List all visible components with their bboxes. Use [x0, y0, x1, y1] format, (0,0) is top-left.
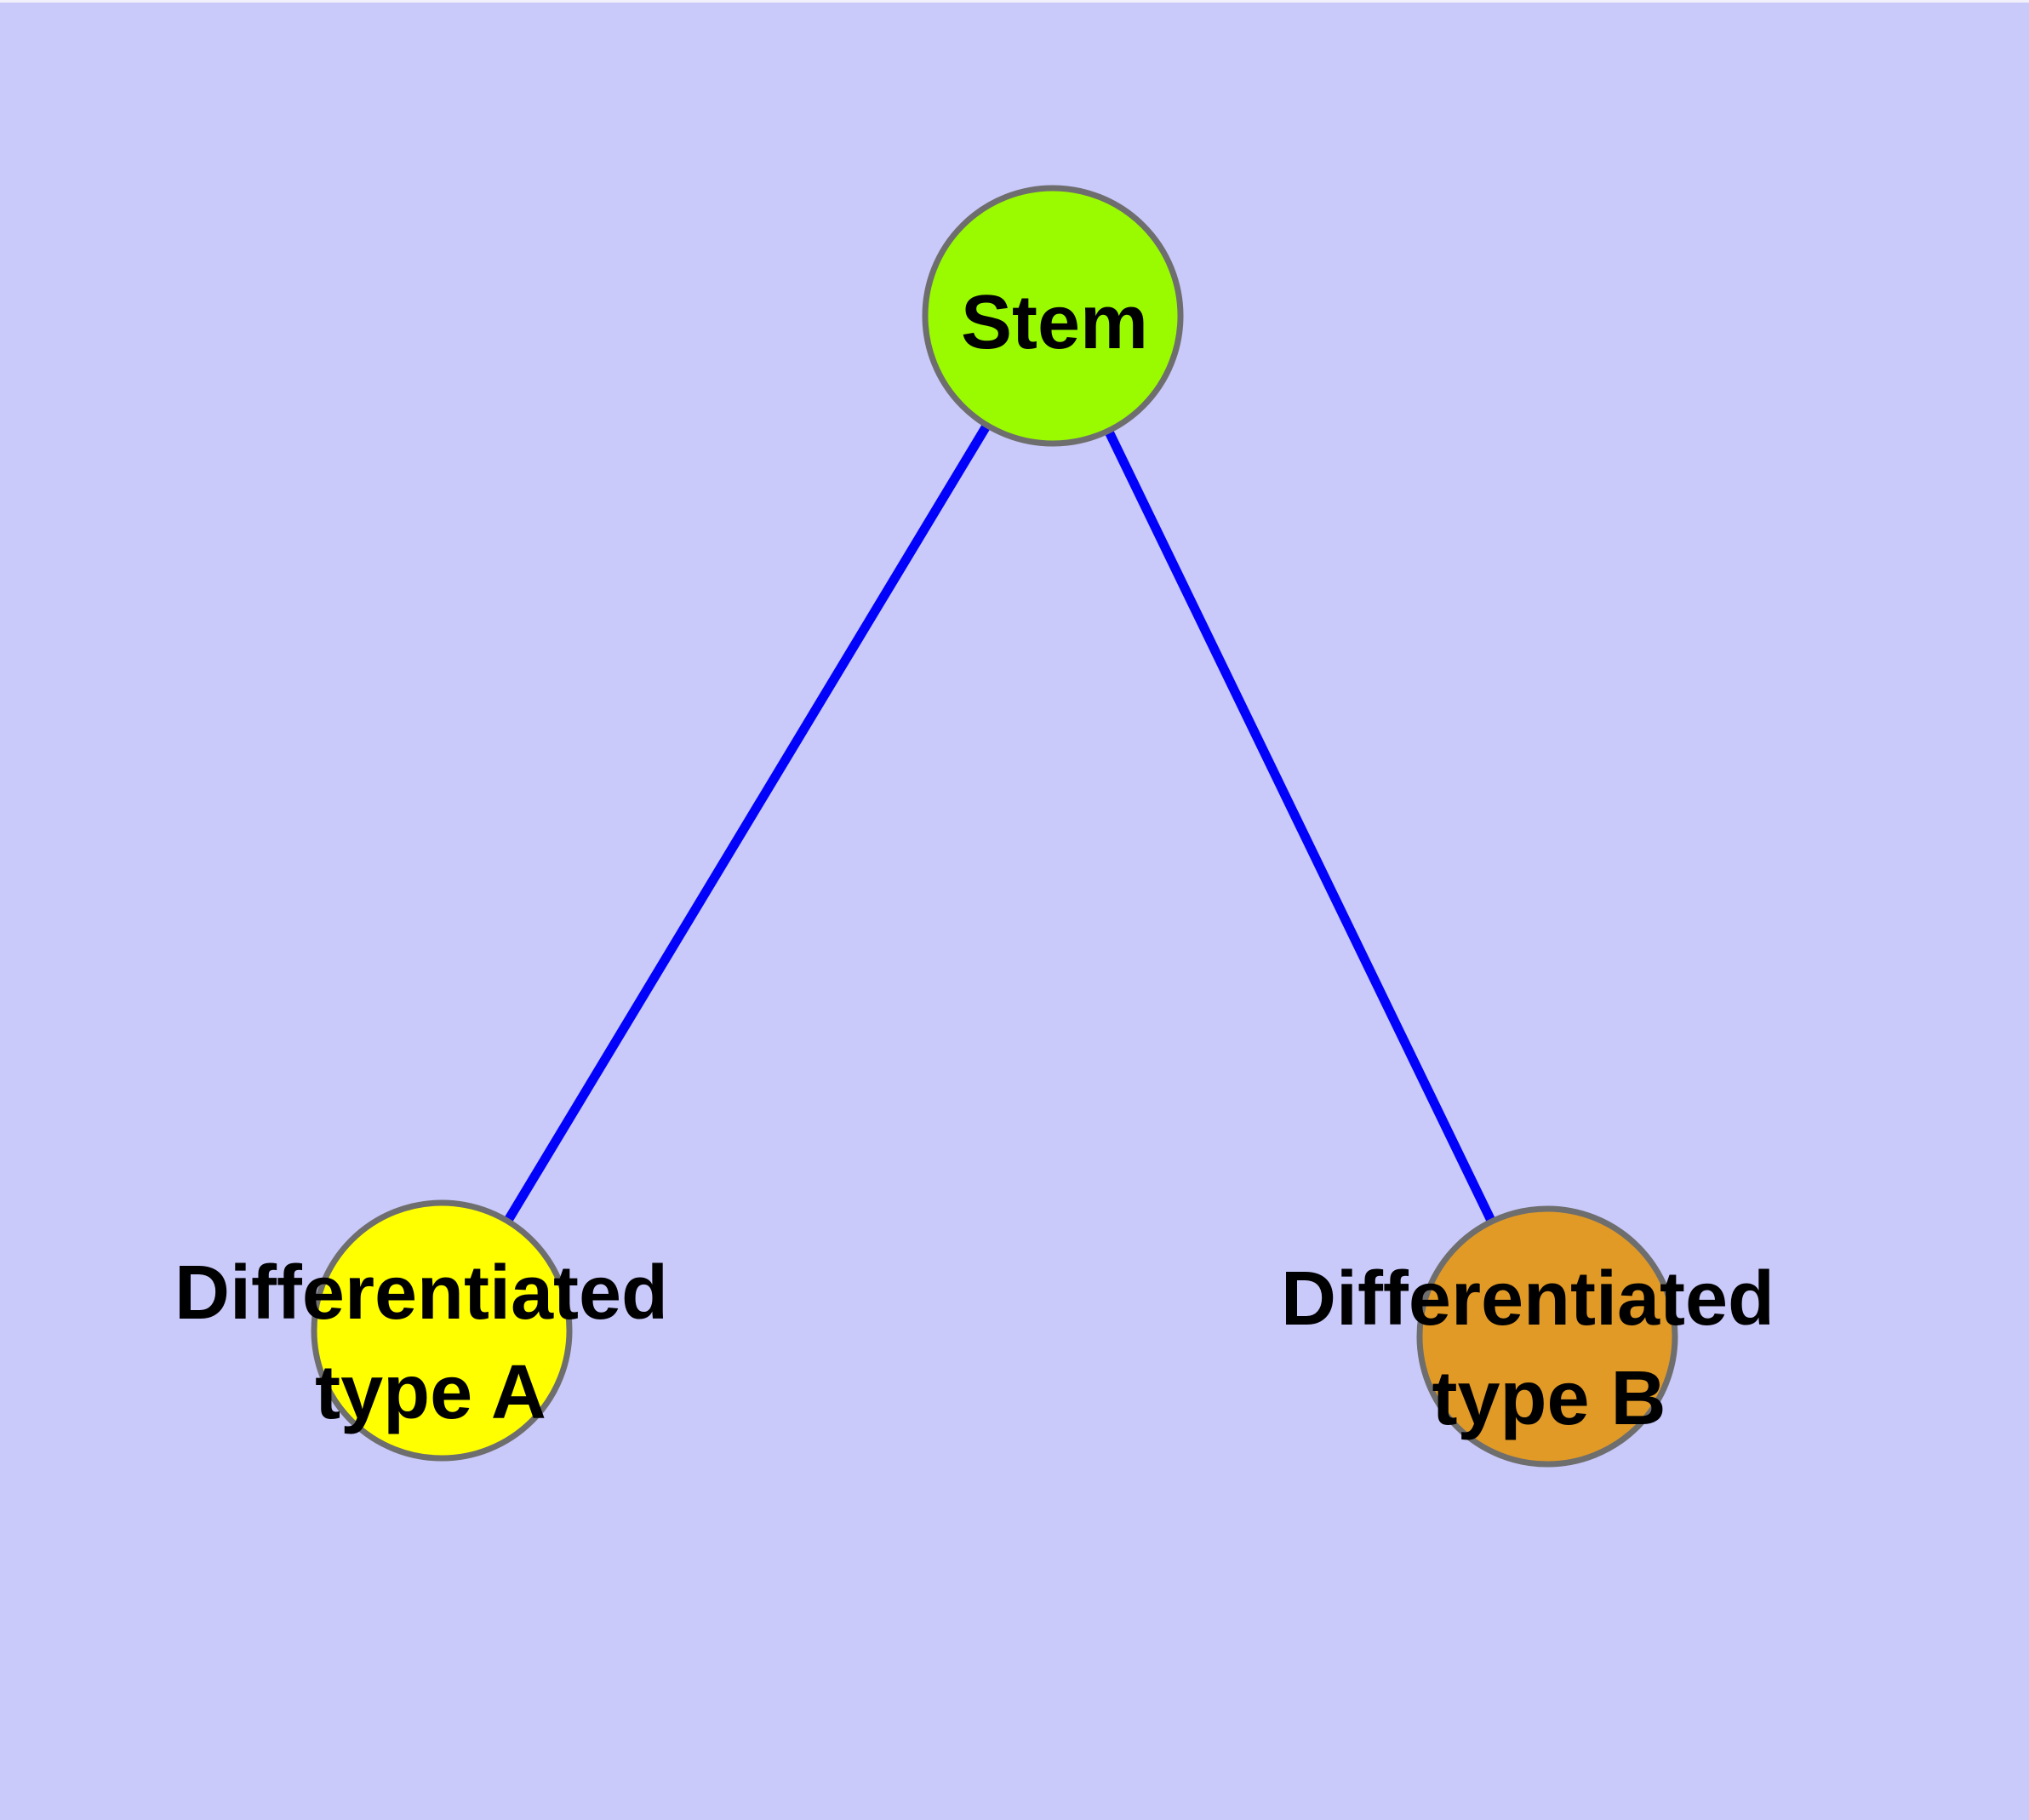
node-type-a-label-line-1: Differentiated: [174, 1251, 668, 1336]
node-type-b-label-line-2: type B: [1432, 1356, 1666, 1441]
node-differentiated-type-a: [311, 1199, 573, 1462]
node-type-b-label-line-1: Differentiated: [1281, 1256, 1775, 1342]
edge-stem-to-type-b: [1049, 313, 1552, 1339]
node-stem: [922, 185, 1184, 447]
node-stem-label: Stem: [961, 280, 1148, 365]
node-differentiated-type-b: [1416, 1205, 1678, 1468]
node-type-a-label-line-2: type A: [315, 1350, 546, 1435]
edge-stem-to-type-a: [437, 313, 1057, 1333]
window-edge-highlight: [0, 0, 2029, 3]
